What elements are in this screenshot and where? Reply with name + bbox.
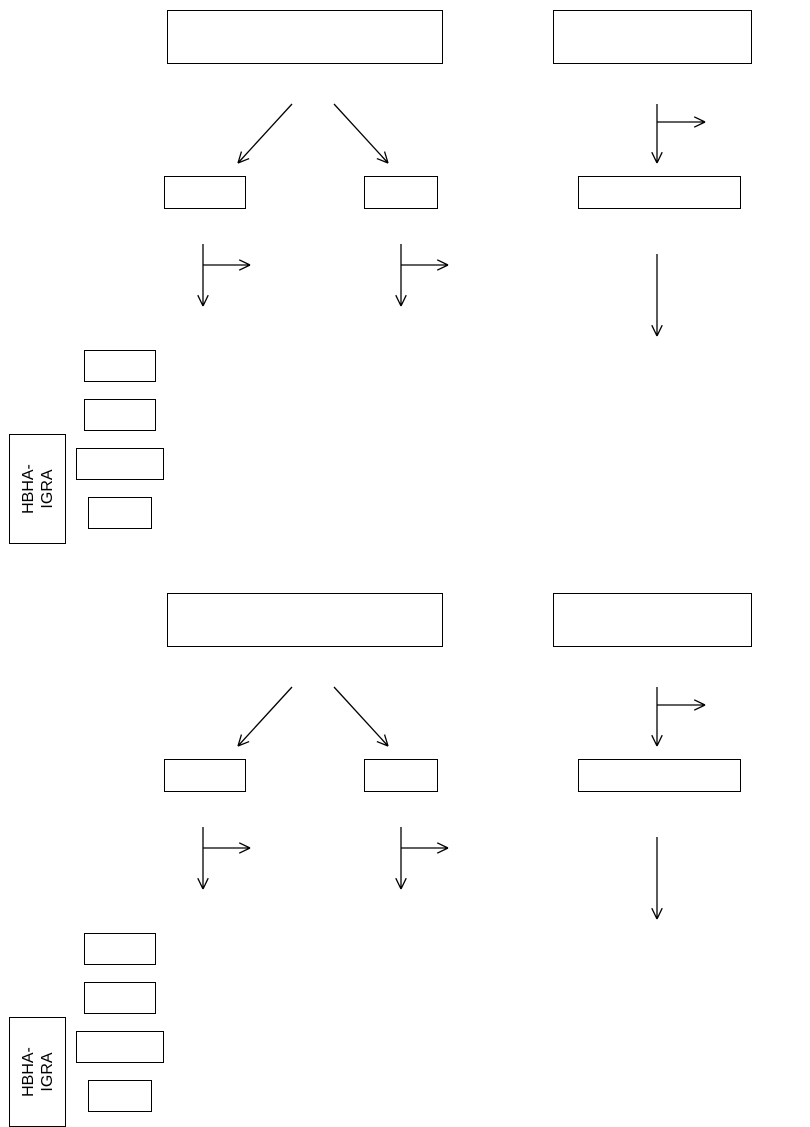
arrow-ctrl-exclusion-head: [238, 264, 251, 271]
arrow-ctrl-exclusion-head: [238, 842, 251, 849]
ltbi-box: [364, 176, 438, 209]
arrow-ltbi-final-head: [395, 877, 402, 890]
arrow-ctrl-final-head: [197, 877, 204, 890]
arrow-ctrl-exclusion-head: [238, 847, 251, 854]
confirmed-atb-box: [578, 759, 741, 792]
ctrl-box: [164, 759, 246, 792]
arrow-to-confirmed-head: [656, 151, 663, 164]
arrow-to-ctrl-head: [237, 151, 243, 164]
arrow-confirmed-results-head: [651, 907, 658, 920]
test-label-box: [76, 1031, 164, 1063]
arrow-confirmed-results-head: [651, 324, 658, 337]
patients-box: [553, 593, 752, 647]
test-label-box: [84, 350, 156, 382]
ctrl-box: [164, 176, 246, 209]
arrow-ltbi-final-head: [400, 877, 407, 890]
arrow-ltbi-exclusion-head: [436, 259, 449, 266]
hbha-igra-text: HBHA-IGRA: [19, 1047, 56, 1097]
arrow-alternative-diagnosis-head: [693, 704, 706, 711]
test-label-box: [88, 497, 152, 529]
arrow-ctrl-exclusion-head: [238, 259, 251, 266]
asymptomatic-subjects-box: [167, 10, 443, 64]
test-label-box: [88, 1080, 152, 1112]
arrow-confirmed-results-head: [656, 907, 663, 920]
arrow-to-ctrl-head: [237, 740, 250, 747]
arrow-ltbi-exclusion-head: [436, 264, 449, 271]
arrow-alternative-diagnosis-head: [693, 121, 706, 128]
arrow-to-ltbi-head: [383, 734, 389, 747]
arrow-to-ctrl: [237, 103, 293, 164]
test-label-box: [84, 399, 156, 431]
arrow-to-confirmed-head: [651, 151, 658, 164]
arrow-to-ctrl: [237, 686, 293, 747]
asymptomatic-subjects-box: [167, 593, 443, 647]
hbha-igra-group-label: HBHA-IGRA: [9, 434, 66, 544]
arrow-to-ltbi-head: [383, 151, 389, 164]
arrow-to-ltbi-head: [376, 157, 389, 164]
test-label-box: [84, 982, 156, 1014]
arrow-ltbi-final-head: [400, 294, 407, 307]
arrow-to-confirmed-head: [651, 734, 658, 747]
arrow-to-confirmed-head: [656, 734, 663, 747]
arrow-ltbi-exclusion-head: [436, 847, 449, 854]
hbha-igra-group-label: HBHA-IGRA: [9, 1017, 66, 1127]
test-label-box: [76, 448, 164, 480]
arrow-to-ltbi: [333, 686, 389, 747]
hbha-igra-text: HBHA-IGRA: [19, 464, 56, 514]
test-label-box: [84, 933, 156, 965]
arrow-to-ltbi: [333, 103, 389, 164]
arrow-confirmed-results-head: [656, 324, 663, 337]
arrow-ltbi-exclusion-head: [436, 842, 449, 849]
arrow-to-ctrl-head: [237, 734, 243, 747]
arrow-ltbi-final-head: [395, 294, 402, 307]
arrow-ctrl-final-head: [202, 294, 209, 307]
patients-box: [553, 10, 752, 64]
arrow-ctrl-final-head: [202, 877, 209, 890]
arrow-alternative-diagnosis-head: [693, 699, 706, 706]
arrow-alternative-diagnosis-head: [693, 116, 706, 123]
arrow-ctrl-final-head: [197, 294, 204, 307]
arrow-to-ltbi-head: [376, 740, 389, 747]
arrow-to-ctrl-head: [237, 157, 250, 164]
confirmed-atb-box: [578, 176, 741, 209]
ltbi-box: [364, 759, 438, 792]
